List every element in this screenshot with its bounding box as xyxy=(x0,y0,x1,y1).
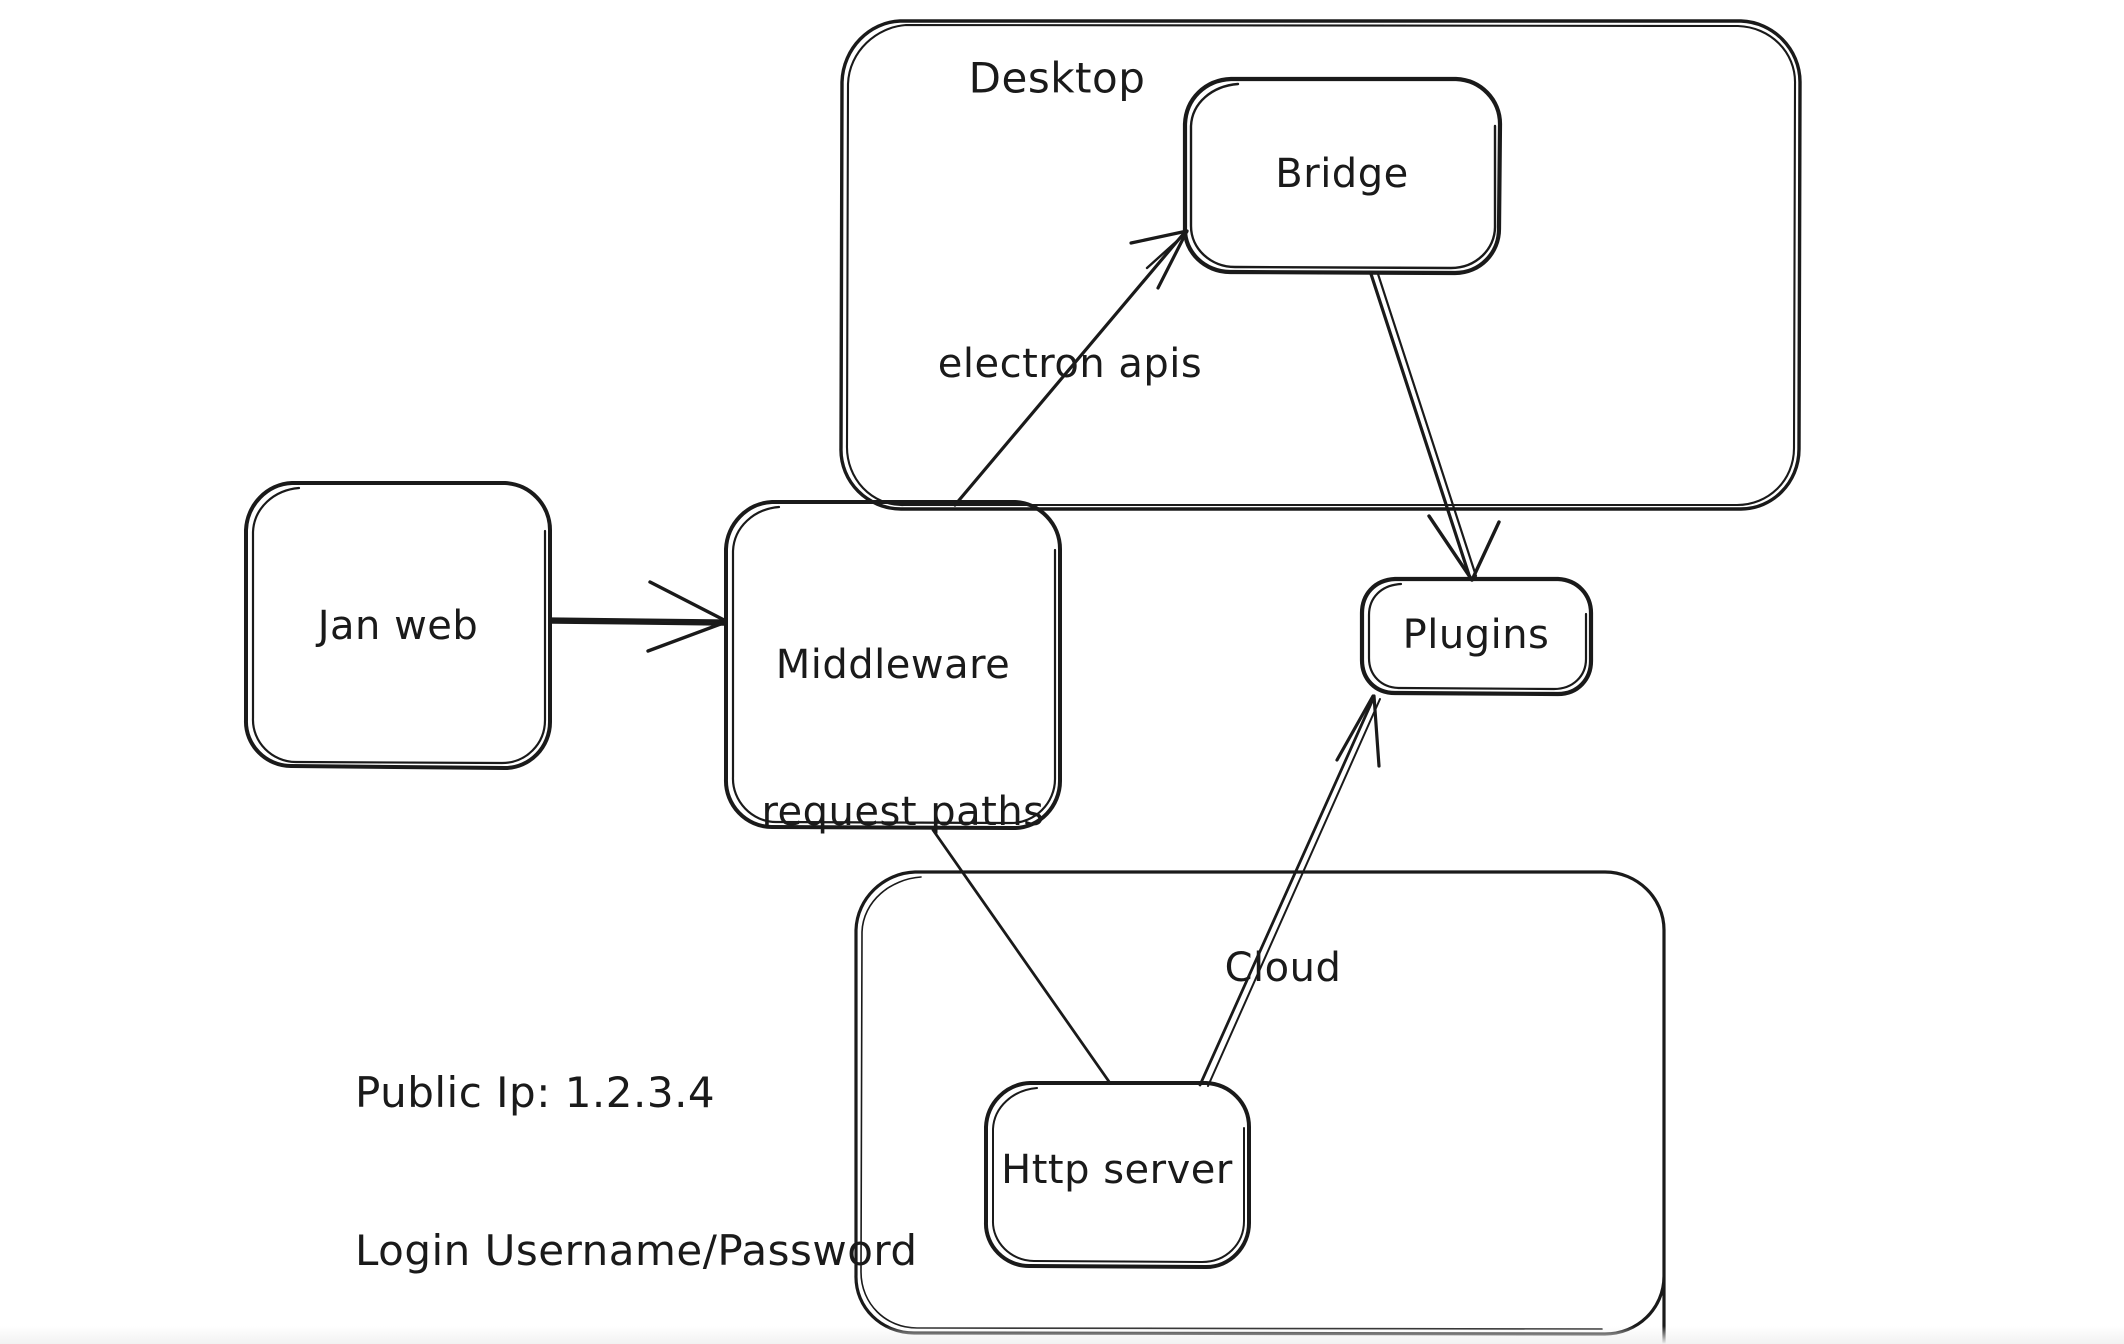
node-http-server-outline xyxy=(983,1081,1251,1269)
node-label-middleware[interactable]: Middleware xyxy=(775,642,1011,688)
note-line-public-ip: Public Ip: 1.2.3.4 xyxy=(355,1068,716,1117)
edge-middleware-to-bridge xyxy=(953,229,1189,507)
edge-label-cloud: Cloud xyxy=(1224,945,1342,991)
edge-bridge-to-plugins xyxy=(1369,272,1501,582)
node-bridge-outline xyxy=(1182,76,1503,276)
node-label-http-server[interactable]: Http server xyxy=(1001,1147,1233,1193)
edge-label-electron-apis: electron apis xyxy=(937,341,1203,387)
group-label-desktop: Desktop xyxy=(968,53,1146,103)
group-cloud-outline xyxy=(854,870,1666,1344)
edge-janweb-to-middleware xyxy=(550,580,728,653)
edge-label-request-paths: request paths xyxy=(761,789,1045,835)
group-desktop-outline xyxy=(839,19,1802,511)
node-label-plugins[interactable]: Plugins xyxy=(1402,612,1550,658)
node-jan-web-outline xyxy=(243,481,552,770)
edge-middleware-to-http xyxy=(931,828,1112,1085)
node-plugins-outline xyxy=(1359,576,1594,697)
edge-http-to-plugins xyxy=(1198,694,1381,1087)
note-line-login: Login Username/Password xyxy=(355,1225,918,1275)
note-server-credentials: Public Ip: 1.2.3.4 Login Username/Passwo… xyxy=(355,962,918,1344)
node-middleware-outline xyxy=(723,500,1062,830)
node-label-bridge[interactable]: Bridge xyxy=(1275,151,1409,197)
node-label-jan-web[interactable]: Jan web xyxy=(317,603,479,649)
